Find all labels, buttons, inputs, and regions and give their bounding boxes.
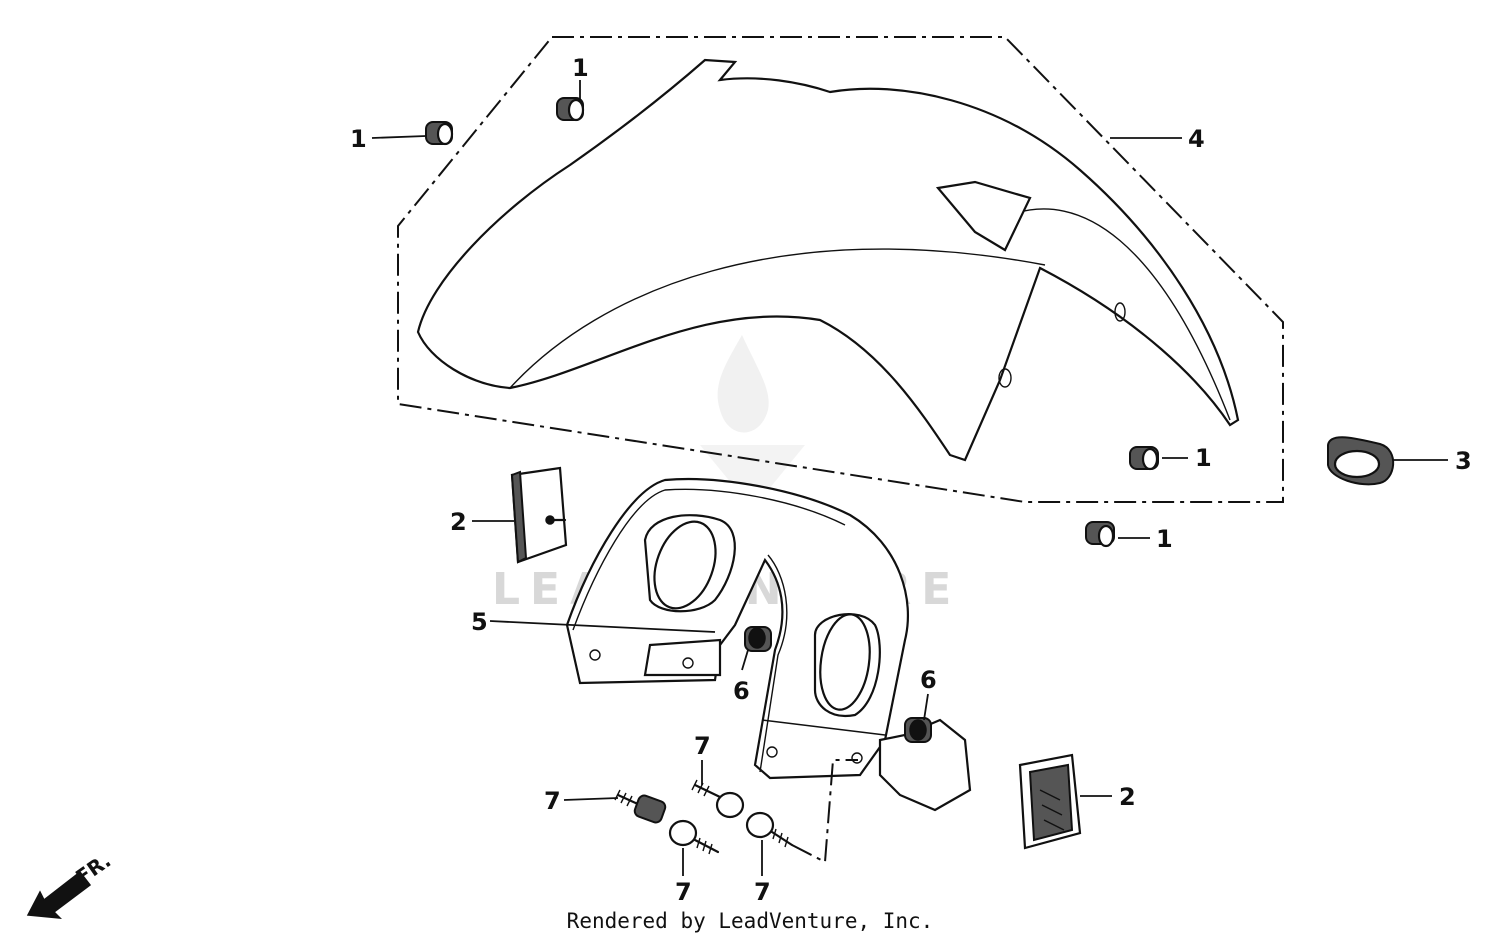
callout-7-left: 7 (544, 787, 561, 815)
bolt-7d (745, 811, 794, 848)
callout-7-top: 7 (694, 732, 711, 760)
collar-1c (1129, 446, 1159, 471)
collar-1d (1085, 521, 1115, 548)
front-direction-arrow-icon (26, 870, 92, 919)
bushing-6b (904, 717, 932, 743)
collar-1b (556, 97, 585, 122)
callout-5: 5 (471, 608, 488, 636)
reflector-right (1018, 753, 1082, 850)
callout-6-right: 6 (920, 666, 937, 694)
assembly-boundary (397, 36, 1284, 503)
fender-stay (565, 477, 972, 812)
callout-1-lower: 1 (1156, 525, 1173, 553)
bolt-leader-dashed (791, 759, 858, 864)
callout-1-right: 1 (1195, 444, 1212, 472)
front-fender (416, 58, 1240, 462)
reflector-left (510, 466, 568, 564)
leader-lines (371, 80, 1448, 876)
collar-1a (425, 121, 454, 146)
bolt-7a (614, 789, 667, 824)
watermark-logo (700, 335, 805, 500)
callout-3: 3 (1455, 447, 1472, 475)
clip-3 (1327, 436, 1395, 486)
footer-credit: Rendered by LeadVenture, Inc. (567, 909, 934, 933)
bushing-6a (744, 626, 772, 652)
bolt-7c (668, 819, 720, 855)
callout-6-left: 6 (733, 677, 750, 705)
callout-2-right: 2 (1119, 783, 1136, 811)
callout-7-bottom-right: 7 (754, 878, 771, 906)
callout-1-left: 1 (350, 125, 367, 153)
callout-4: 4 (1188, 125, 1205, 153)
callout-1-top: 1 (572, 54, 589, 82)
callout-2-left: 2 (450, 508, 467, 536)
bolt-7b (691, 779, 745, 819)
callout-7-bottom-left: 7 (675, 878, 692, 906)
